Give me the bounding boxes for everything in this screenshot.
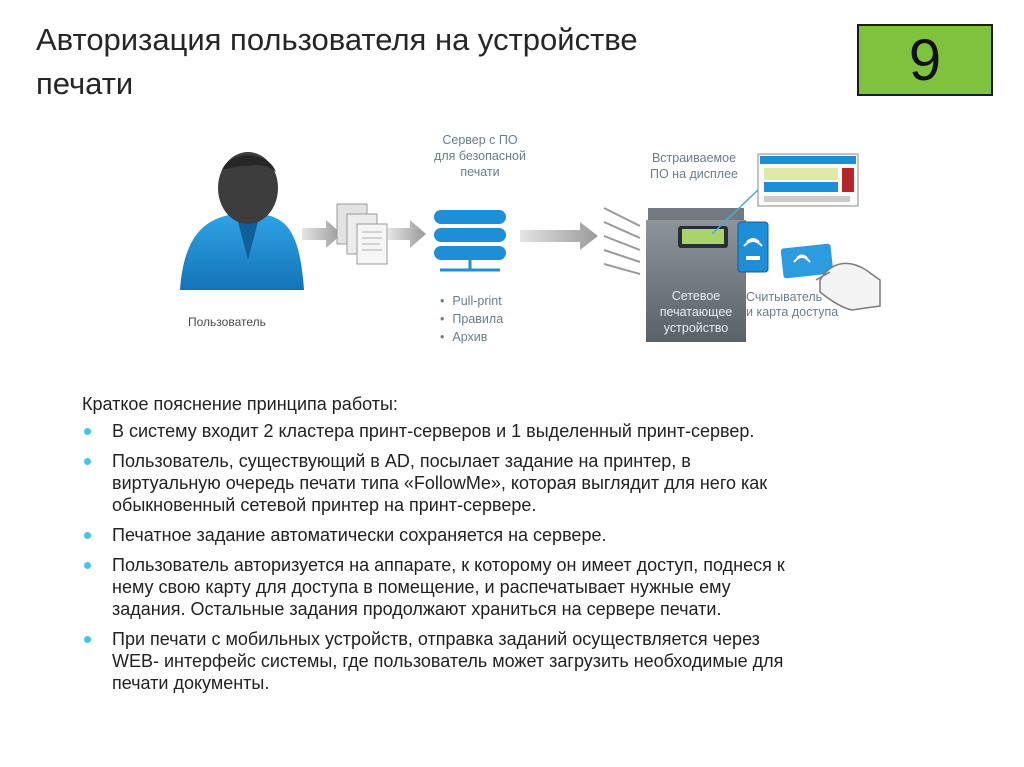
slide-number-badge: 9	[857, 24, 993, 96]
hand-icon	[815, 262, 881, 311]
bullet-text: При печати с мобильных устройств, отправ…	[112, 629, 784, 693]
arrow-server-to-printer	[520, 222, 598, 250]
print-auth-diagram: Пользователь Сервер с ПО для безопасной …	[0, 110, 1024, 370]
slide-title: Авторизация пользователя на устройстве п…	[36, 22, 638, 101]
bullet-dot-icon	[84, 532, 91, 539]
feature-item: Архив	[440, 328, 503, 346]
embedded-leader-line	[711, 187, 761, 235]
arrow-docs-to-server	[388, 220, 426, 248]
explanation-intro: Краткое пояснение принципа работы:	[82, 394, 398, 414]
feature-item: Правила	[440, 310, 503, 328]
arrow-user-to-docs	[302, 220, 342, 248]
bullet-text: Пользователь авторизуется на аппарате, к…	[112, 555, 785, 619]
feature-item: Pull-print	[440, 292, 503, 310]
bullet-text: Пользователь, существующий в AD, посылае…	[112, 451, 768, 515]
bullet-dot-icon	[84, 636, 91, 643]
bullet-item: Печатное задание автоматически сохраняет…	[82, 524, 982, 546]
user-label: Пользователь	[188, 315, 266, 329]
bullet-item: В систему входит 2 кластера принт-сервер…	[82, 420, 982, 442]
bullet-item: Пользователь авторизуется на аппарате, к…	[82, 554, 982, 620]
server-label: Сервер с ПО для безопасной печати	[434, 133, 526, 179]
reader-label: Считыватель и карта доступа	[746, 290, 839, 319]
explanation-section: Краткое пояснение принципа работы: В сис…	[82, 392, 982, 702]
server-stack-icon	[434, 210, 506, 272]
bullet-text: Печатное задание автоматически сохраняет…	[112, 525, 607, 545]
documents-icon	[336, 203, 388, 265]
bullet-dot-icon	[84, 428, 91, 435]
diagram-graphics	[180, 152, 881, 342]
bullet-text: В систему входит 2 кластера принт-сервер…	[112, 421, 755, 441]
explanation-bullets: В систему входит 2 кластера принт-сервер…	[82, 420, 982, 694]
card-reader-icon	[737, 221, 769, 273]
server-features-list: Pull-print Правила Архив	[440, 292, 503, 346]
person-icon	[180, 152, 304, 290]
bullet-dot-icon	[84, 458, 91, 465]
bullet-dot-icon	[84, 562, 91, 569]
printer-icon	[646, 208, 746, 342]
touch-display-icon	[757, 153, 859, 207]
access-card-icon	[780, 243, 834, 279]
printer-label: Сетевое печатающее устройство	[659, 289, 733, 335]
embedded-software-label: Встраиваемое ПО на дисплее	[649, 151, 738, 181]
bullet-item: При печати с мобильных устройств, отправ…	[82, 628, 982, 694]
bullet-item: Пользователь, существующий в AD, посылае…	[82, 450, 982, 516]
incoming-jobs-arrows	[603, 207, 641, 275]
